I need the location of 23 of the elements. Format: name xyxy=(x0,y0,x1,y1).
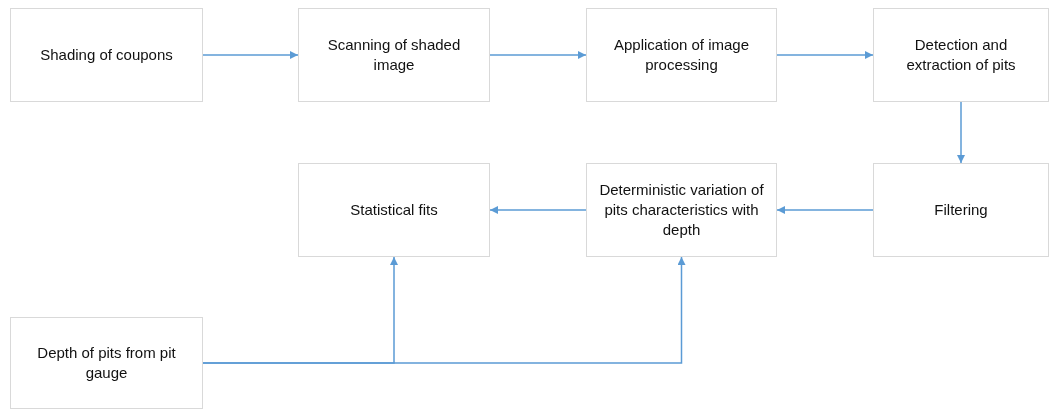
arrow xyxy=(202,51,299,59)
process-box xyxy=(298,163,490,257)
box-label: Depth of pits from pit gauge xyxy=(36,343,177,383)
arrow xyxy=(776,51,874,59)
box-label: Deterministic variation of pits characteristics with depth xyxy=(598,180,765,240)
process-box xyxy=(873,8,1049,102)
box-label: Scanning of shaded image xyxy=(326,35,462,75)
arrow xyxy=(202,256,686,364)
box-label: Shading of coupons xyxy=(39,45,174,65)
process-box xyxy=(873,163,1049,257)
arrow xyxy=(489,51,587,59)
arrow xyxy=(489,206,587,214)
process-box xyxy=(10,8,203,102)
process-box xyxy=(586,8,777,102)
arrow xyxy=(776,206,874,214)
process-box xyxy=(586,163,777,257)
box-label: Detection and extraction of pits xyxy=(905,35,1017,75)
box-label: Statistical fits xyxy=(349,200,439,220)
arrow xyxy=(957,101,965,164)
process-box xyxy=(298,8,490,102)
box-label: Application of image processing xyxy=(612,35,751,75)
process-box xyxy=(10,317,203,409)
box-label: Filtering xyxy=(933,200,989,220)
